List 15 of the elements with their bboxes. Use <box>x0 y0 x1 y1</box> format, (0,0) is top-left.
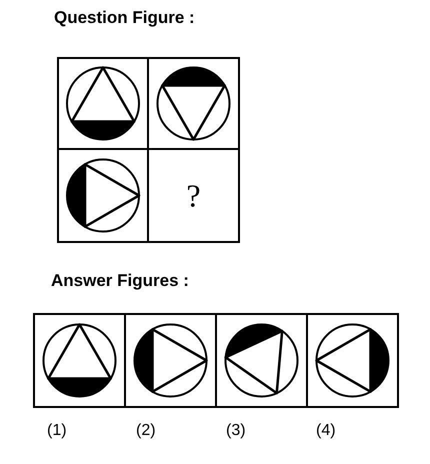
figure-box <box>33 313 126 408</box>
section-heading: Answer Figures : <box>51 271 189 291</box>
missing-figure-box <box>147 148 240 243</box>
figure-box <box>215 313 308 408</box>
figure-box <box>57 148 149 243</box>
option-number: (1) <box>47 422 67 440</box>
figure-box <box>124 313 217 408</box>
figure-box <box>306 313 399 408</box>
section-heading: Question Figure : <box>54 8 195 28</box>
option-number: (2) <box>136 422 156 440</box>
figure-box <box>57 57 149 150</box>
figure-box <box>147 57 240 150</box>
option-number: (3) <box>226 422 246 440</box>
question-mark: ? <box>186 177 201 214</box>
option-number: (4) <box>316 422 336 440</box>
